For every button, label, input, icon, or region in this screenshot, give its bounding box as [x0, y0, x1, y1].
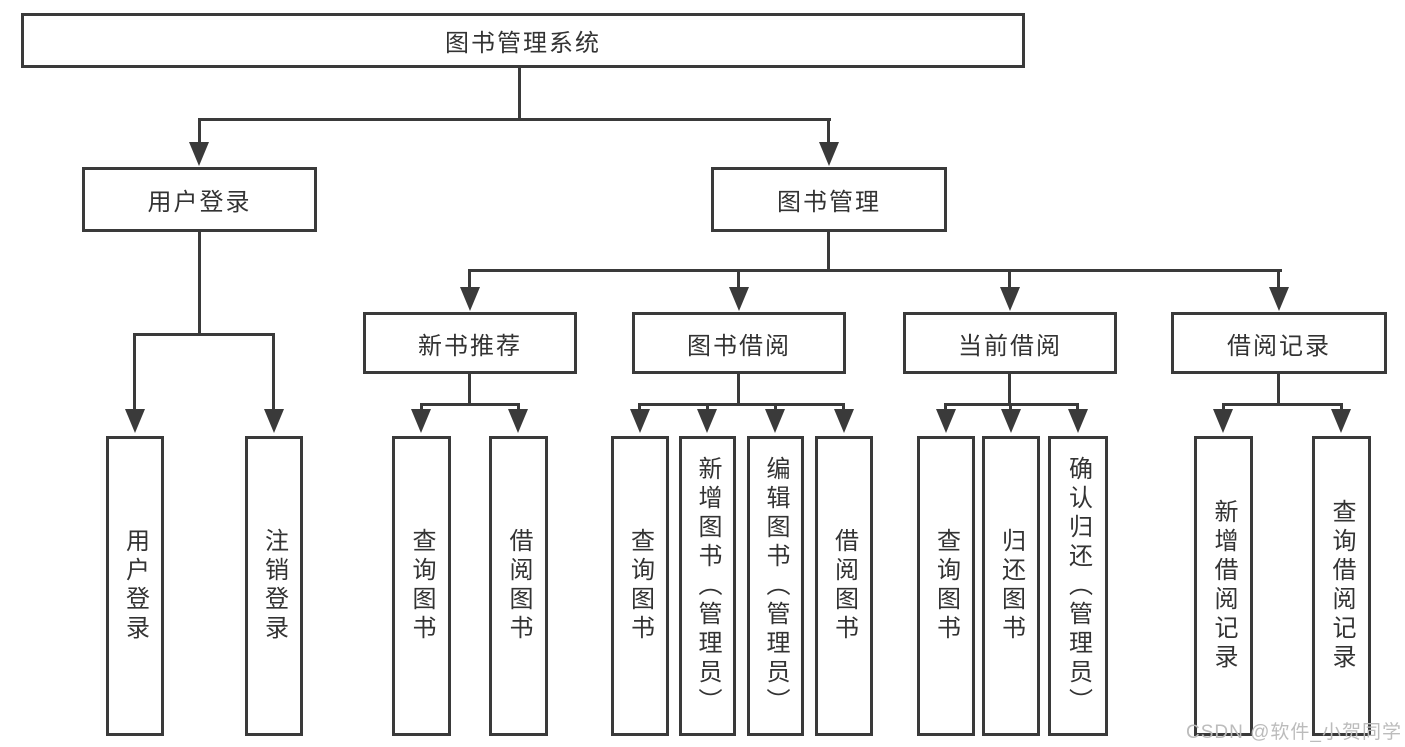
connector-stem — [198, 118, 201, 144]
connector-userlogin-stem — [198, 230, 201, 335]
connector-stem — [774, 403, 777, 411]
node-borrowing-records: 借阅记录 — [1171, 312, 1387, 374]
node-label: 查询借阅记录 — [1328, 499, 1355, 673]
arrowhead-down — [630, 409, 650, 433]
connector-stem — [133, 333, 136, 411]
arrowhead-down — [1068, 409, 1088, 433]
arrowhead-down — [729, 287, 749, 311]
node-label: 图书管理系统 — [445, 30, 601, 57]
arrowhead-down — [189, 142, 209, 166]
node-label: 注销登录 — [260, 528, 288, 644]
node-label: 归还图书 — [997, 528, 1025, 644]
arrowhead-down — [834, 409, 854, 433]
arrowhead-down — [1269, 287, 1289, 311]
connector-recommend-hbar — [420, 403, 520, 406]
leaf-user-login: 用户登录 — [106, 436, 164, 736]
connector-borrowing-hbar — [638, 403, 844, 406]
node-label: 查询图书 — [408, 528, 435, 644]
arrowhead-down — [697, 409, 717, 433]
leaf-current-confirm-return-admin: 确认归还（管理员） — [1048, 436, 1108, 736]
arrowhead-down — [1331, 409, 1351, 433]
connector-root-hbar — [198, 118, 831, 121]
leaf-logout: 注销登录 — [245, 436, 303, 736]
connector-stem — [1076, 403, 1079, 411]
node-book-management: 图书管理 — [711, 167, 947, 232]
arrowhead-down — [1001, 409, 1021, 433]
node-label: 查询图书 — [626, 528, 654, 644]
connector-records-hbar — [1222, 403, 1343, 406]
arrowhead-down — [1000, 287, 1020, 311]
node-label: 借阅图书 — [830, 528, 858, 644]
leaf-recommend-borrow-books: 借阅图书 — [489, 436, 548, 736]
node-label: 用户登录 — [147, 189, 252, 216]
connector-stem — [517, 403, 520, 411]
node-label: 用户登录 — [121, 528, 149, 644]
node-label: 当前借阅 — [958, 332, 1062, 360]
arrowhead-down — [411, 409, 431, 433]
leaf-current-return-books: 归还图书 — [982, 436, 1040, 736]
leaf-records-add-record: 新增借阅记录 — [1194, 436, 1253, 736]
connector-stem — [1222, 403, 1225, 411]
connector-stem — [737, 269, 740, 291]
arrowhead-down — [1213, 409, 1233, 433]
node-label: 图书管理 — [777, 189, 881, 216]
arrowhead-down — [819, 142, 839, 166]
connector-recommend-stem — [468, 372, 471, 406]
arrowhead-down — [936, 409, 956, 433]
connector-stem — [706, 403, 709, 411]
connector-current-stem — [1008, 372, 1011, 406]
node-label: 新增借阅记录 — [1210, 499, 1237, 673]
node-label: 借阅图书 — [505, 528, 532, 644]
leaf-borrowing-add-books-admin: 新增图书（管理员） — [679, 436, 736, 736]
node-book-borrowing: 图书借阅 — [632, 312, 846, 374]
connector-borrowing-stem — [737, 372, 740, 406]
leaf-current-query-books: 查询图书 — [917, 436, 975, 736]
leaf-records-query-record: 查询借阅记录 — [1312, 436, 1371, 736]
connector-stem — [1340, 403, 1343, 411]
node-label: 编辑图书（管理员） — [762, 455, 789, 717]
csdn-watermark: CSDN @软件_小贺同学 — [1186, 722, 1402, 743]
arrowhead-down — [765, 409, 785, 433]
node-label: 确认归还（管理员） — [1064, 455, 1092, 717]
connector-bookmgmt-stem — [827, 230, 830, 271]
connector-stem — [272, 333, 275, 411]
node-label: 图书借阅 — [687, 332, 791, 360]
arrowhead-down — [264, 409, 284, 433]
connector-stem — [1277, 269, 1280, 291]
connector-stem — [827, 118, 830, 144]
connector-stem — [944, 403, 947, 411]
arrowhead-down — [125, 409, 145, 433]
leaf-borrowing-query-books: 查询图书 — [611, 436, 669, 736]
node-label: 新增图书（管理员） — [694, 455, 721, 717]
connector-stem — [1008, 269, 1011, 291]
leaf-recommend-query-books: 查询图书 — [392, 436, 451, 736]
node-current-borrowing: 当前借阅 — [903, 312, 1117, 374]
node-label: 查询图书 — [932, 528, 960, 644]
node-label: 新书推荐 — [418, 332, 522, 360]
arrowhead-down — [460, 287, 480, 311]
connector-stem — [1009, 403, 1012, 411]
connector-userlogin-hbar — [133, 333, 275, 336]
node-label: 借阅记录 — [1227, 332, 1331, 360]
leaf-borrowing-borrow-books: 借阅图书 — [815, 436, 873, 736]
connector-stem — [420, 403, 423, 411]
node-user-login: 用户登录 — [82, 167, 317, 232]
connector-stem — [842, 403, 845, 411]
connector-root-stem — [518, 67, 521, 121]
leaf-borrowing-edit-books-admin: 编辑图书（管理员） — [747, 436, 804, 736]
connector-stem — [638, 403, 641, 411]
node-new-book-recommend: 新书推荐 — [363, 312, 577, 374]
arrowhead-down — [508, 409, 528, 433]
connector-stem — [468, 269, 471, 291]
connector-bookmgmt-hbar — [468, 269, 1282, 272]
connector-records-stem — [1277, 372, 1280, 406]
node-library-system: 图书管理系统 — [21, 13, 1025, 68]
